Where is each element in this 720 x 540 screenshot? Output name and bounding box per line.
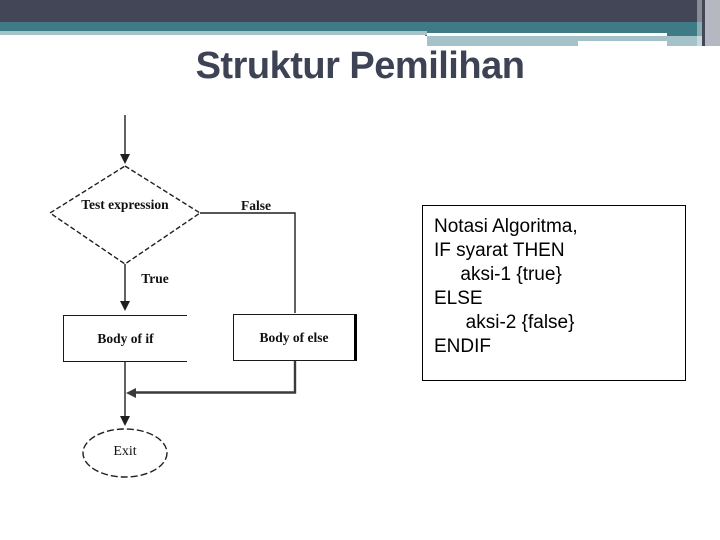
header-corner-stripe-light [697,0,702,46]
entry-arrowhead-icon [120,154,130,164]
true-branch-label: True [141,271,169,286]
header-teal-band-right [425,22,720,36]
code-line: Notasi Algoritma, [434,216,578,237]
header-white-patch [578,41,667,46]
header-corner-stripe-gray [705,0,720,46]
header-corner-stripe-dark [702,0,705,46]
decision-diamond [48,165,202,265]
merge-arrowhead-icon [126,388,136,398]
exit-ellipse [82,428,168,478]
if-body-box: Body of if [63,315,187,362]
code-line: aksi-2 {false} [434,312,575,333]
code-line: ELSE [434,288,483,309]
else-body-label: Body of else [259,329,329,345]
code-line: IF syarat THEN [434,240,565,261]
header-light-band-left [0,31,427,35]
if-body-label: Body of if [97,330,154,346]
header-white-line [427,33,667,36]
notation-box: Notasi Algoritma, IF syarat THEN aksi-1 … [422,205,686,381]
false-connector [200,212,296,313]
true-arrowhead-icon [120,301,130,311]
else-body-box: Body of else [233,314,357,361]
false-branch-label: False [241,198,271,213]
code-line: ENDIF [434,336,491,357]
header-teal-band [0,22,720,31]
slide-title: Struktur Pemilihan [195,45,525,87]
exit-arrowhead-icon [120,416,130,426]
decision-label: Test expression [81,197,169,212]
code-line: aksi-1 {true} [434,264,562,285]
header-light-band-right [427,36,720,46]
header-dark-band [0,0,720,22]
merge-connector [135,361,297,394]
exit-label: Exit [113,444,137,459]
